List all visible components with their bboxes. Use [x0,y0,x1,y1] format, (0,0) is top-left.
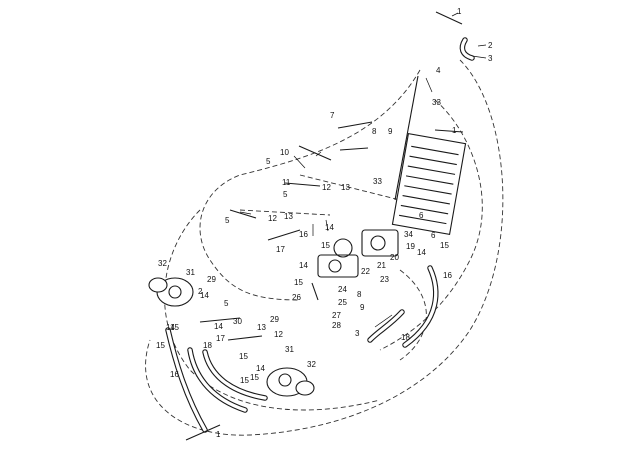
tubes [185,11,464,441]
pump-lower [266,367,315,397]
callout-label: 2 [198,287,203,296]
hoses [165,37,475,433]
callout-label: 6 [419,211,424,220]
callout-label: 15 [170,323,179,332]
callout-label: 23 [380,275,389,284]
callout-label: 14 [200,291,209,300]
callout-label: 15 [240,376,249,385]
callout-label: 15 [239,352,248,361]
callout-label: 16 [443,271,452,280]
routing-paths [145,59,504,436]
callout-label: 9 [388,127,393,136]
callout-label: 16 [299,230,308,239]
callout-label: 14 [417,248,426,257]
callout-label: 15 [321,241,330,250]
callout-label: 2 [488,41,493,50]
callout-label: 18 [203,341,212,350]
callout-label: 9 [360,303,365,312]
callout-label: 16 [170,370,179,379]
control-valve-assembly [317,229,399,278]
callout-label: 12 [268,214,277,223]
callout-label: 32 [158,259,167,268]
callout-numbers: 1 2 3 4 33 7 8 9 1 10 11 12 13 5 5 33 5 … [156,7,493,439]
callout-label: 18 [401,333,410,342]
callout-label: 5 [266,157,271,166]
callout-label: 1 [457,7,462,16]
callout-label: 19 [406,242,415,251]
callout-label: 13 [257,323,266,332]
callout-label: 15 [440,241,449,250]
callout-label: 29 [270,315,279,324]
callout-label: 14 [299,261,308,270]
callout-label: 6 [431,231,436,240]
callout-label: 3 [355,329,360,338]
callout-label: 14 [166,323,175,332]
callout-label: 22 [361,267,370,276]
callout-label: 20 [390,253,399,262]
callout-label: 5 [225,216,230,225]
callout-label: 12 [274,330,283,339]
callout-label: 28 [332,321,341,330]
callout-label: 33 [432,98,441,107]
callout-label: 15 [294,278,303,287]
callout-label: 12 [322,183,331,192]
callout-label: 15 [250,373,259,382]
callout-label: 5 [224,299,229,308]
callout-label: 33 [373,177,382,186]
callout-label: 24 [338,285,347,294]
callout-label: 17 [276,245,285,254]
callout-label: 17 [216,334,225,343]
callout-label: 26 [292,293,301,302]
pump-upper-left [148,277,194,307]
callout-label: 1 [216,430,221,439]
callout-label: 11 [282,178,291,187]
callout-label: 1 [452,126,457,135]
callout-label: 29 [207,275,216,284]
callout-label: 13 [341,183,350,192]
callout-label: 14 [256,364,265,373]
callout-label: 7 [330,111,335,120]
callout-label: 8 [357,290,362,299]
leader-lines [239,12,487,328]
callout-label: 32 [307,360,316,369]
callout-label: 14 [214,322,223,331]
callout-label: 5 [283,190,288,199]
callout-label: 15 [156,341,165,350]
callout-label: 10 [280,148,289,157]
callout-label: 4 [436,66,441,75]
radiator [391,133,467,235]
callout-label: 3 [488,54,493,63]
callout-label: 13 [284,212,293,221]
callout-label: 31 [285,345,294,354]
callout-label: 8 [372,127,377,136]
callout-label: 14 [325,223,334,232]
callout-label: 25 [338,298,347,307]
callout-label: 30 [233,317,242,326]
callout-label: 27 [332,311,341,320]
callout-label: 21 [377,261,386,270]
callout-label: 34 [404,230,413,239]
callout-label: 31 [186,268,195,277]
